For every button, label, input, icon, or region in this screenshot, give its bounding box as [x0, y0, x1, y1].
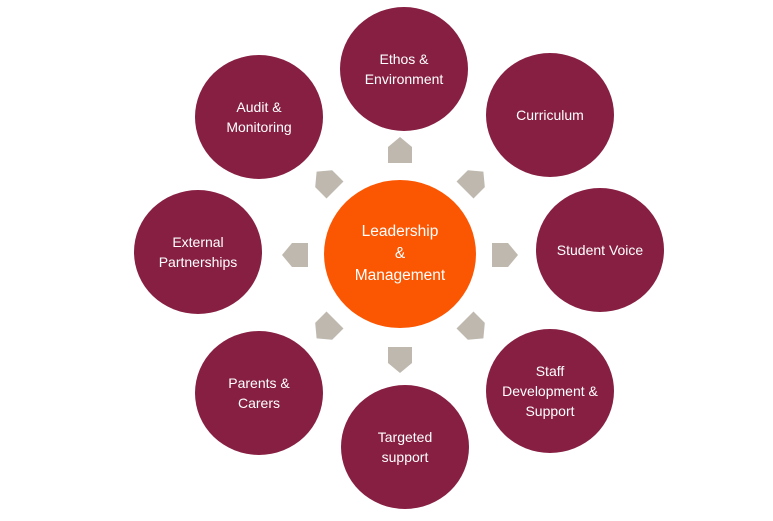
arrow-up-left-icon [315, 170, 344, 199]
node-student-voice: Student Voice [536, 188, 664, 312]
center-label: Leadership & Management [354, 223, 446, 284]
arrow-left-icon [282, 243, 308, 267]
arrow-down-icon [388, 347, 412, 373]
node-leadership-management: Leadership & Management [324, 180, 476, 328]
node-parents-carers: Parents & Carers [195, 331, 323, 455]
node-label-staff-development: Staff Development & Support [502, 363, 598, 419]
node-label-external-partnerships: External Partnerships [158, 234, 238, 270]
node-label-targeted-support: Targeted support [377, 429, 433, 465]
node-label-ethos-environment: Ethos & Environment [364, 51, 444, 87]
arrow-right-icon [492, 243, 518, 267]
node-curriculum: Curriculum [486, 53, 614, 177]
node-label-audit-monitoring: Audit & Monitoring [226, 99, 292, 135]
node-external-partnerships: External Partnerships [134, 190, 262, 314]
node-ethos-environment: Ethos & Environment [340, 7, 468, 131]
arrow-up-right-icon [456, 170, 485, 199]
node-label-curriculum: Curriculum [516, 107, 584, 123]
node-audit-monitoring: Audit & Monitoring [195, 55, 323, 179]
node-targeted-support: Targeted support [341, 385, 469, 509]
arrow-down-left-icon [315, 311, 344, 340]
node-label-student-voice: Student Voice [556, 242, 644, 258]
arrow-up-icon [388, 137, 412, 163]
node-staff-development: Staff Development & Support [486, 329, 614, 453]
node-label-parents-carers: Parents & Carers [228, 375, 290, 411]
arrow-down-right-icon [456, 311, 485, 340]
